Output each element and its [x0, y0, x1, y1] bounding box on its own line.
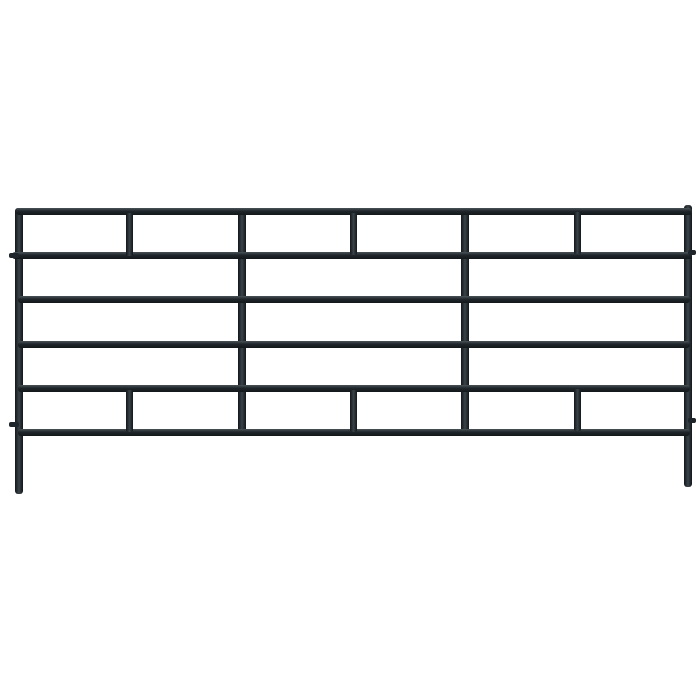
bottom-spacer-2 [350, 390, 357, 432]
right-connector-bottom [688, 418, 696, 423]
interior-post-right [461, 210, 469, 433]
rail-3 [18, 296, 690, 303]
rail-6 [18, 429, 690, 436]
connector-tabs [9, 250, 696, 427]
left-connector-bottom [9, 422, 19, 427]
left-end-post [15, 208, 23, 494]
top-spacer-1 [126, 213, 133, 256]
rail-4 [18, 341, 690, 348]
top-spacer-3 [574, 212, 581, 254]
top-spacer-2 [350, 213, 357, 255]
rail-1 [16, 208, 692, 215]
bottom-spacer-3 [574, 389, 581, 431]
rail-5 [18, 385, 690, 392]
interior-post-left [238, 212, 246, 434]
left-connector-top [9, 253, 19, 258]
top-spacers [126, 212, 581, 256]
right-connector-top [688, 250, 696, 255]
horizontal-rails [12, 208, 692, 436]
rail-2 [12, 252, 692, 259]
bottom-spacer-1 [126, 390, 133, 432]
bottom-spacers [126, 389, 581, 432]
